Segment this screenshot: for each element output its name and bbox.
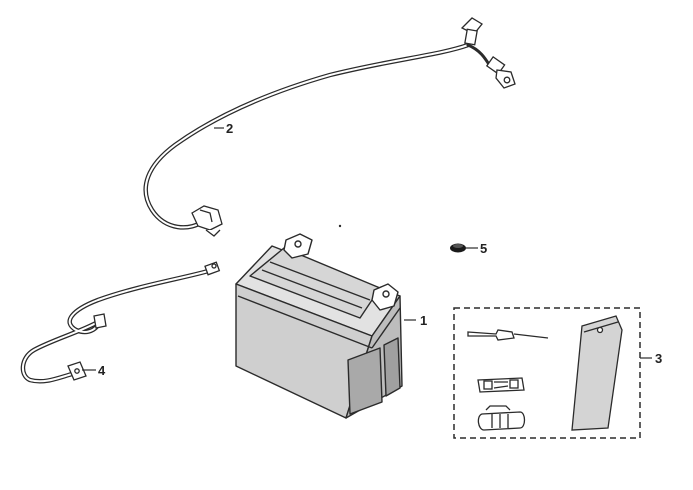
callout-4: 4 — [98, 363, 106, 378]
tool-kit-dashed-frame — [453, 307, 641, 439]
cable-lower-terminal-top — [204, 261, 221, 276]
screw-part — [450, 243, 466, 253]
cable-upper-ring-terminal — [485, 55, 516, 89]
screwdriver-icon — [467, 329, 549, 341]
cable-upper-clamp — [191, 205, 223, 237]
stray-mark — [338, 224, 342, 228]
battery-cable-lower — [20, 267, 215, 384]
callout-3: 3 — [655, 351, 662, 366]
battery — [235, 233, 403, 419]
tool-bag-icon — [571, 315, 623, 431]
leader-lines — [82, 127, 652, 371]
cable-upper-bracket — [460, 17, 483, 46]
callout-1: 1 — [420, 313, 427, 328]
cable-lower-clip — [93, 313, 107, 329]
battery-cable-upper — [143, 26, 502, 230]
plug-wrench-icon — [477, 405, 526, 431]
cable-lower-terminal-end — [67, 361, 87, 381]
callout-2: 2 — [226, 121, 233, 136]
tool-kit-group — [453, 307, 641, 439]
spare-fuse-icon — [477, 377, 525, 393]
callout-5: 5 — [480, 241, 487, 256]
